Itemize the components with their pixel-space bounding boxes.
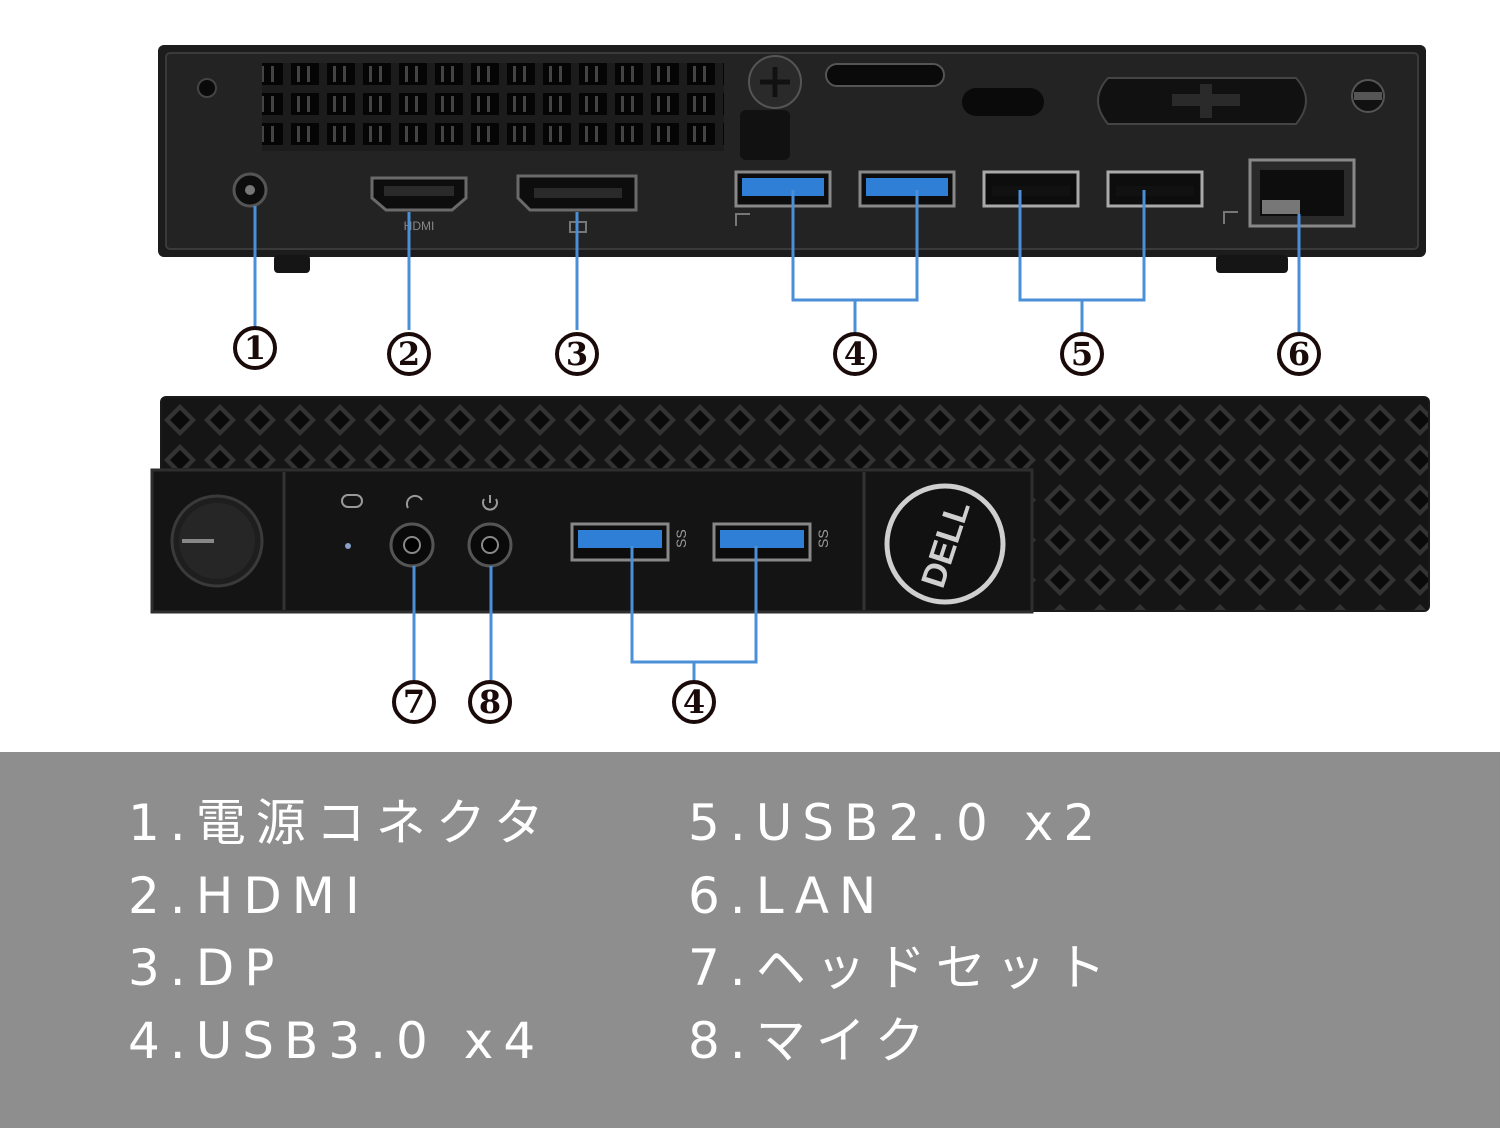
expansion-cover <box>1097 77 1307 125</box>
legend-column-left: 1.電源コネクタ 2.HDMI 3.DP 4.USB3.0 x4 <box>128 792 554 1082</box>
rear-foot-right <box>1216 255 1288 273</box>
power-button-icon <box>170 494 264 588</box>
legend-column-right: 5.USB2.0 x2 6.LAN 7.ヘッドセット 8.マイク <box>688 792 1116 1082</box>
callout-7: 7 <box>392 680 436 724</box>
callout-8: 8 <box>468 680 512 724</box>
legend-item-dp: 3.DP <box>128 939 285 997</box>
legend-item-mic: 8.マイク <box>688 1011 935 1070</box>
hdmi-port-icon: HDMI <box>370 176 468 233</box>
callout-6: 6 <box>1277 332 1321 376</box>
legend-item-hdmi: 2.HDMI <box>128 866 370 925</box>
legend-item-headset: 7.ヘッドセット <box>688 939 1116 997</box>
legend-item-usb2: 5.USB2.0 x2 <box>688 794 1106 852</box>
thumb-screw-icon <box>740 55 802 160</box>
usb3-port-icon: SS <box>570 522 689 562</box>
lan-port-icon <box>1248 158 1356 228</box>
port-legend: 1.電源コネクタ 2.HDMI 3.DP 4.USB3.0 x4 5.USB2.… <box>0 752 1500 1128</box>
rear-panel: HDMI <box>158 45 1426 273</box>
rear-vent <box>262 63 724 151</box>
callout-5: 5 <box>1060 332 1104 376</box>
legend-item-usb3: 4.USB3.0 x4 <box>128 1011 546 1070</box>
product-figure: HDMI <box>150 45 1430 724</box>
callout-4-front: 4 <box>672 680 716 724</box>
power-connector-icon <box>232 172 268 208</box>
front-vent-right <box>1030 398 1428 610</box>
front-callout-lines <box>412 546 758 680</box>
callout-1: 1 <box>233 326 277 370</box>
cable-slot <box>825 63 945 87</box>
hdmi-port-label: HDMI <box>404 219 435 233</box>
rear-callout-lines <box>253 190 1301 332</box>
usb3-port-icon <box>734 170 832 208</box>
callout-2: 2 <box>387 332 431 376</box>
headset-symbol-icon <box>405 494 423 509</box>
callout-4-rear: 4 <box>833 332 877 376</box>
usb2-port-icon <box>982 170 1080 208</box>
activity-led <box>345 543 351 549</box>
antenna-slot <box>962 88 1044 116</box>
rear-foot-left <box>274 255 310 273</box>
svg-text:SS: SS <box>673 529 689 548</box>
usb3-port-icon: SS <box>712 522 831 562</box>
screw-hole-icon <box>197 78 217 98</box>
dell-logo-icon: DELL <box>884 483 1006 605</box>
microphone-jack-icon <box>467 522 513 568</box>
legend-item-lan: 6.LAN <box>688 866 887 925</box>
usb3-port-icon <box>858 170 956 208</box>
port-diagram: HDMI <box>150 45 1430 680</box>
callout-3: 3 <box>555 332 599 376</box>
headset-jack-icon <box>389 522 435 568</box>
drive-activity-icon <box>341 494 363 508</box>
svg-text:SS: SS <box>815 529 831 548</box>
usb2-port-icon <box>1106 170 1204 208</box>
front-panel: SS SS DELL <box>150 396 1430 614</box>
legend-item-power: 1.電源コネクタ <box>128 794 554 852</box>
mic-symbol-icon <box>482 495 498 511</box>
